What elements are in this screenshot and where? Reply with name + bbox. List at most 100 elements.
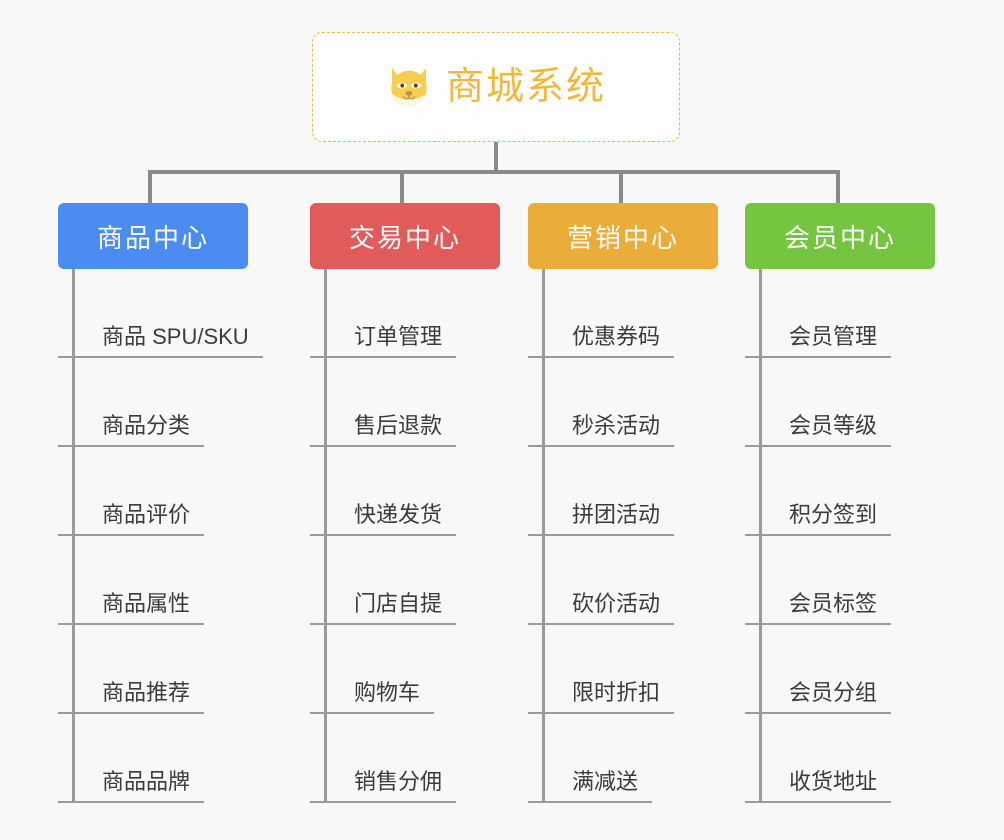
- category-title: 会员中心: [783, 222, 896, 253]
- leaf-label: 商品分类: [102, 412, 191, 438]
- leaf-label: 拼团活动: [572, 501, 661, 527]
- leaf-underline: [528, 801, 653, 803]
- column-trunk-line: [759, 269, 762, 803]
- list-item[interactable]: 订单管理: [310, 269, 500, 358]
- leaf-underline: [528, 534, 675, 536]
- list-item[interactable]: 会员管理: [745, 269, 935, 358]
- connector-root-stub: [494, 142, 498, 172]
- leaf-label: 会员分组: [789, 679, 878, 705]
- list-item[interactable]: 会员等级: [745, 358, 935, 447]
- root-title: 商城系统: [445, 66, 606, 108]
- leaf-label: 商品推荐: [102, 679, 191, 705]
- category-title: 营销中心: [566, 222, 679, 253]
- column-trade-center: 交易中心 订单管理 售后退款 快递发货 门店自提 购物车 销售分佣: [310, 203, 500, 803]
- list-item[interactable]: 商品品牌: [58, 714, 248, 803]
- leaf-list: 会员管理 会员等级 积分签到 会员标签 会员分组 收货地址: [745, 269, 935, 803]
- list-item[interactable]: 限时折扣: [528, 625, 718, 714]
- list-item[interactable]: 拼团活动: [528, 447, 718, 536]
- list-item[interactable]: 砍价活动: [528, 536, 718, 625]
- leaf-label: 满减送: [572, 768, 639, 794]
- list-item[interactable]: 会员标签: [745, 536, 935, 625]
- leaf-underline: [745, 445, 892, 447]
- category-box-product-center[interactable]: 商品中心: [58, 203, 248, 269]
- connector-drop-3: [619, 170, 623, 206]
- leaf-underline: [310, 445, 457, 447]
- leaf-label: 商品品牌: [102, 768, 191, 794]
- leaf-underline: [58, 801, 205, 803]
- leaf-label: 售后退款: [354, 412, 443, 438]
- category-title: 商品中心: [96, 222, 209, 253]
- leaf-label: 商品 SPU/SKU: [102, 323, 249, 349]
- leaf-underline: [310, 356, 457, 358]
- root-node[interactable]: 商城系统: [312, 32, 680, 142]
- list-item[interactable]: 会员分组: [745, 625, 935, 714]
- leaf-list: 优惠券码 秒杀活动 拼团活动 砍价活动 限时折扣 满减送: [528, 269, 718, 803]
- list-item[interactable]: 销售分佣: [310, 714, 500, 803]
- list-item[interactable]: 商品分类: [58, 358, 248, 447]
- leaf-list: 订单管理 售后退款 快递发货 门店自提 购物车 销售分佣: [310, 269, 500, 803]
- leaf-label: 秒杀活动: [572, 412, 661, 438]
- leaf-underline: [745, 623, 892, 625]
- leaf-underline: [58, 445, 205, 447]
- column-trunk-line: [324, 269, 327, 803]
- category-box-member-center[interactable]: 会员中心: [745, 203, 935, 269]
- leaf-label: 商品属性: [102, 590, 191, 616]
- list-item[interactable]: 优惠券码: [528, 269, 718, 358]
- connector-drop-1: [148, 170, 152, 206]
- leaf-label: 会员标签: [789, 590, 878, 616]
- leaf-underline: [528, 356, 675, 358]
- connector-drop-4: [836, 170, 840, 206]
- list-item[interactable]: 商品推荐: [58, 625, 248, 714]
- connector-drop-2: [400, 170, 404, 206]
- leaf-underline: [58, 534, 205, 536]
- list-item[interactable]: 快递发货: [310, 447, 500, 536]
- list-item[interactable]: 积分签到: [745, 447, 935, 536]
- leaf-underline: [745, 534, 892, 536]
- leaf-underline: [310, 623, 457, 625]
- column-product-center: 商品中心 商品 SPU/SKU 商品分类 商品评价 商品属性 商品推荐 商品品牌: [58, 203, 263, 803]
- column-trunk-line: [72, 269, 75, 803]
- leaf-label: 订单管理: [354, 323, 443, 349]
- leaf-underline: [310, 712, 435, 714]
- category-box-trade-center[interactable]: 交易中心: [310, 203, 500, 269]
- leaf-underline: [528, 623, 675, 625]
- list-item[interactable]: 售后退款: [310, 358, 500, 447]
- leaf-label: 门店自提: [354, 590, 443, 616]
- shiba-dog-icon: [391, 67, 427, 107]
- leaf-underline: [745, 712, 892, 714]
- leaf-label: 会员管理: [789, 323, 878, 349]
- list-item[interactable]: 秒杀活动: [528, 358, 718, 447]
- leaf-underline: [310, 534, 457, 536]
- connector-horizontal-bus: [148, 170, 840, 174]
- leaf-label: 收货地址: [789, 768, 878, 794]
- leaf-list: 商品 SPU/SKU 商品分类 商品评价 商品属性 商品推荐 商品品牌: [58, 269, 263, 803]
- leaf-label: 积分签到: [789, 501, 878, 527]
- list-item[interactable]: 购物车: [310, 625, 500, 714]
- leaf-label: 会员等级: [789, 412, 878, 438]
- list-item[interactable]: 收货地址: [745, 714, 935, 803]
- list-item[interactable]: 商品评价: [58, 447, 248, 536]
- leaf-underline: [310, 801, 457, 803]
- column-marketing-center: 营销中心 优惠券码 秒杀活动 拼团活动 砍价活动 限时折扣 满减送: [528, 203, 718, 803]
- list-item[interactable]: 商品属性: [58, 536, 248, 625]
- list-item[interactable]: 商品 SPU/SKU: [58, 269, 263, 358]
- leaf-underline: [58, 712, 205, 714]
- leaf-underline: [745, 356, 892, 358]
- category-title: 交易中心: [348, 222, 461, 253]
- list-item[interactable]: 满减送: [528, 714, 718, 803]
- category-box-marketing-center[interactable]: 营销中心: [528, 203, 718, 269]
- column-trunk-line: [542, 269, 545, 803]
- leaf-label: 优惠券码: [572, 323, 661, 349]
- leaf-underline: [745, 801, 892, 803]
- leaf-underline: [528, 712, 675, 714]
- list-item[interactable]: 门店自提: [310, 536, 500, 625]
- leaf-label: 砍价活动: [572, 590, 661, 616]
- leaf-underline: [58, 356, 263, 358]
- leaf-label: 销售分佣: [354, 768, 443, 794]
- leaf-label: 购物车: [354, 679, 421, 705]
- leaf-underline: [58, 623, 205, 625]
- leaf-label: 商品评价: [102, 501, 191, 527]
- leaf-label: 快递发货: [354, 501, 443, 527]
- leaf-label: 限时折扣: [572, 679, 661, 705]
